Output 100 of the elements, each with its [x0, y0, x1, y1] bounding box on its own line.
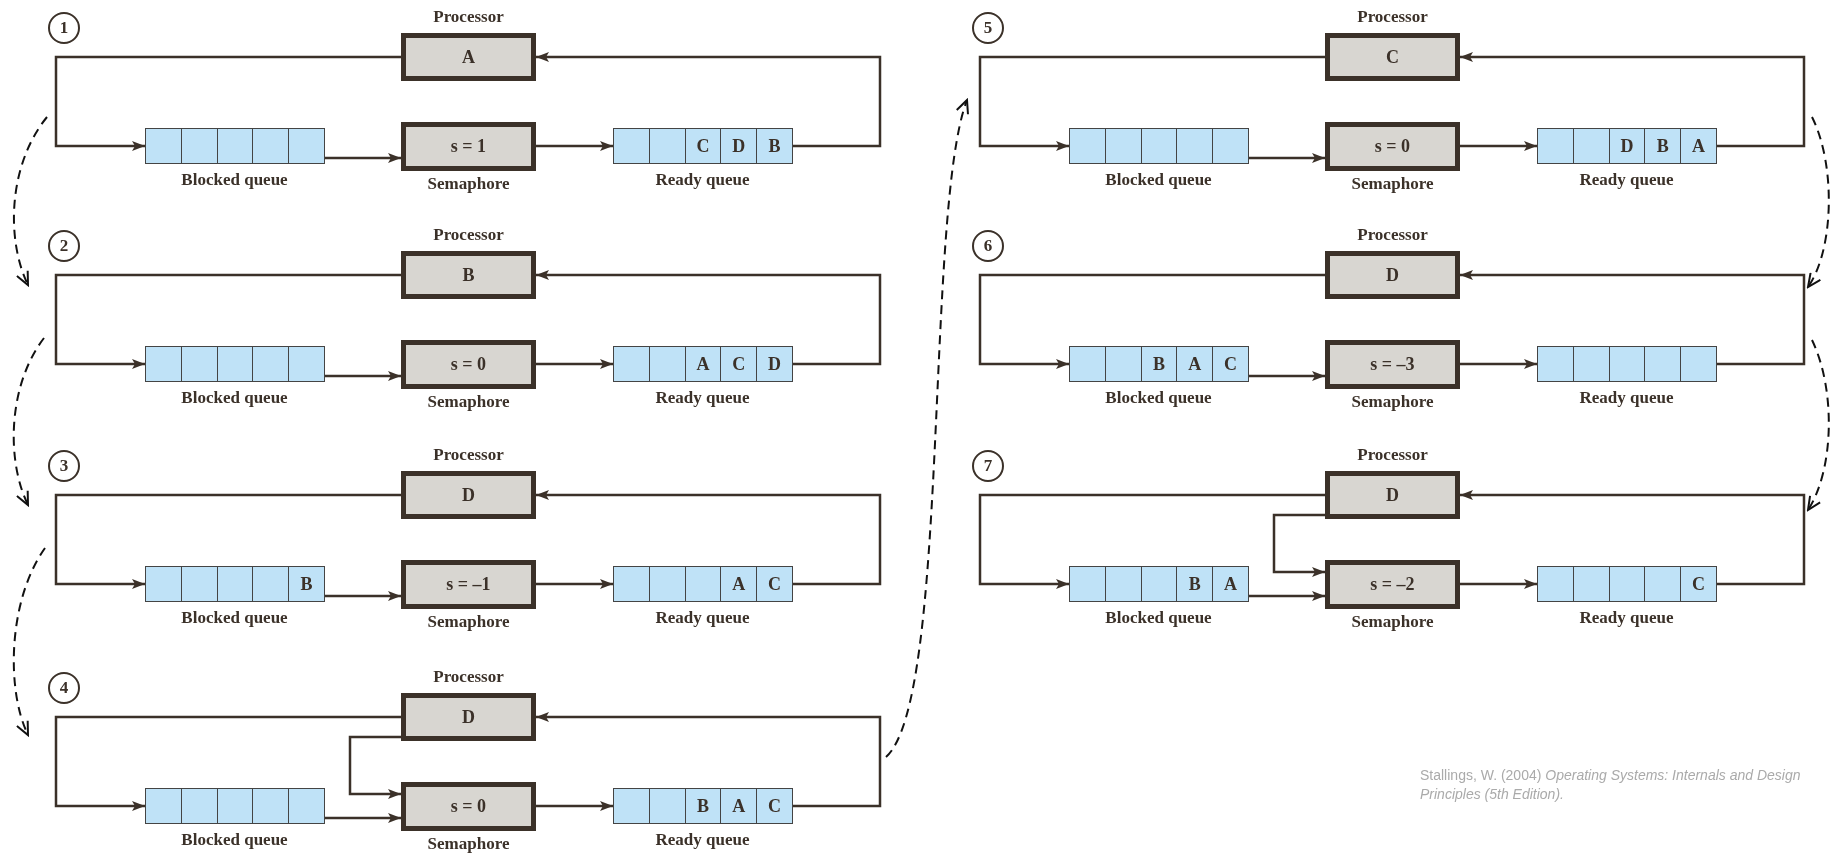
- step-number: 3: [59, 456, 69, 476]
- arrow: [348, 735, 401, 799]
- processor-box: [1325, 33, 1460, 81]
- arrow: [324, 371, 401, 381]
- step-number: 5: [983, 18, 993, 38]
- queue-slot: A: [1212, 566, 1249, 602]
- arrow: [536, 270, 882, 366]
- processor-box: [401, 693, 536, 741]
- component-label: Ready queue: [655, 830, 750, 850]
- processor-box: [401, 251, 536, 299]
- queue-slot: B: [288, 566, 325, 602]
- component-label: Blocked queue: [1105, 388, 1212, 408]
- arrow: [536, 801, 613, 811]
- step-number: 6: [983, 236, 993, 256]
- box-value: A: [462, 46, 475, 68]
- semaphore-box: [401, 340, 536, 389]
- arrow: [324, 591, 401, 601]
- component-label: Ready queue: [655, 388, 750, 408]
- arrow: [536, 490, 882, 586]
- queue-slot: C: [756, 566, 793, 602]
- component-label: Semaphore: [427, 834, 510, 854]
- semaphore-box: [1325, 560, 1460, 609]
- arrow: [1460, 270, 1806, 366]
- box-value: D: [462, 484, 475, 506]
- component-label: Blocked queue: [181, 388, 288, 408]
- arrow: [54, 273, 401, 369]
- arrow: [1272, 513, 1325, 577]
- component-label: Ready queue: [1579, 388, 1674, 408]
- step-number: 4: [59, 678, 69, 698]
- box-value: s = –1: [446, 574, 491, 595]
- processor-box: [1325, 471, 1460, 519]
- step-number: 2: [59, 236, 69, 256]
- component-label: Processor: [433, 667, 504, 687]
- box-value: s = –3: [1370, 354, 1415, 375]
- box-value: s = 0: [450, 354, 487, 375]
- semaphore-box: [401, 782, 536, 831]
- queue-slot: A: [1176, 346, 1214, 382]
- arrow: [54, 493, 401, 589]
- box-value: s = 0: [450, 796, 487, 817]
- box-value: D: [1386, 264, 1399, 286]
- arrow: [1248, 153, 1325, 163]
- component-label: Blocked queue: [181, 830, 288, 850]
- box-value: D: [1386, 484, 1399, 506]
- component-label: Processor: [433, 445, 504, 465]
- component-label: Blocked queue: [1105, 608, 1212, 628]
- arrow: [536, 141, 613, 151]
- arrow: [978, 273, 1325, 369]
- arrow: [54, 715, 401, 811]
- box-value: s = –2: [1370, 574, 1415, 595]
- queue-slot: D: [720, 128, 758, 164]
- box-value: C: [1386, 46, 1399, 68]
- component-label: Processor: [1357, 445, 1428, 465]
- processor-box: [401, 471, 536, 519]
- semaphore-box: [1325, 122, 1460, 171]
- arrow: [536, 52, 882, 148]
- arrow: [1248, 591, 1325, 601]
- queue-slot: B: [756, 128, 793, 164]
- component-label: Ready queue: [655, 608, 750, 628]
- arrow: [1460, 359, 1537, 369]
- step-number-circle: [48, 450, 80, 482]
- arrow: [536, 712, 882, 808]
- queue-slot: A: [1680, 128, 1717, 164]
- semaphore-box: [401, 122, 536, 171]
- step-number-circle: [48, 12, 80, 44]
- box-value: s = 0: [1374, 136, 1411, 157]
- queue-slot: B: [1176, 566, 1214, 602]
- arrow: [978, 493, 1325, 589]
- step-number: 1: [59, 18, 69, 38]
- component-label: Semaphore: [427, 174, 510, 194]
- step-number-circle: [972, 12, 1004, 44]
- arrow: [1460, 490, 1806, 586]
- component-label: Processor: [433, 7, 504, 27]
- step-number-circle: [48, 672, 80, 704]
- step-number: 7: [983, 456, 993, 476]
- box-value: D: [462, 706, 475, 728]
- arrow: [536, 359, 613, 369]
- semaphore-box: [1325, 340, 1460, 389]
- arrow: [1248, 371, 1325, 381]
- arrow: [1460, 52, 1806, 148]
- arrow: [536, 579, 613, 589]
- box-value: s = 1: [450, 136, 487, 157]
- component-label: Blocked queue: [181, 608, 288, 628]
- component-label: Semaphore: [1351, 392, 1434, 412]
- queue-slot: B: [1644, 128, 1682, 164]
- component-label: Semaphore: [427, 392, 510, 412]
- component-label: Ready queue: [655, 170, 750, 190]
- queue-slot: D: [756, 346, 793, 382]
- step-number-circle: [48, 230, 80, 262]
- queue-slot: C: [756, 788, 793, 824]
- queue-slot: C: [1680, 566, 1717, 602]
- queue-slot: A: [720, 566, 758, 602]
- box-value: B: [462, 264, 475, 286]
- arrow: [324, 813, 401, 823]
- processor-box: [401, 33, 536, 81]
- component-label: Ready queue: [1579, 170, 1674, 190]
- component-label: Blocked queue: [181, 170, 288, 190]
- queue-slot: C: [1212, 346, 1249, 382]
- component-label: Semaphore: [1351, 612, 1434, 632]
- arrow: [54, 55, 401, 151]
- component-label: Blocked queue: [1105, 170, 1212, 190]
